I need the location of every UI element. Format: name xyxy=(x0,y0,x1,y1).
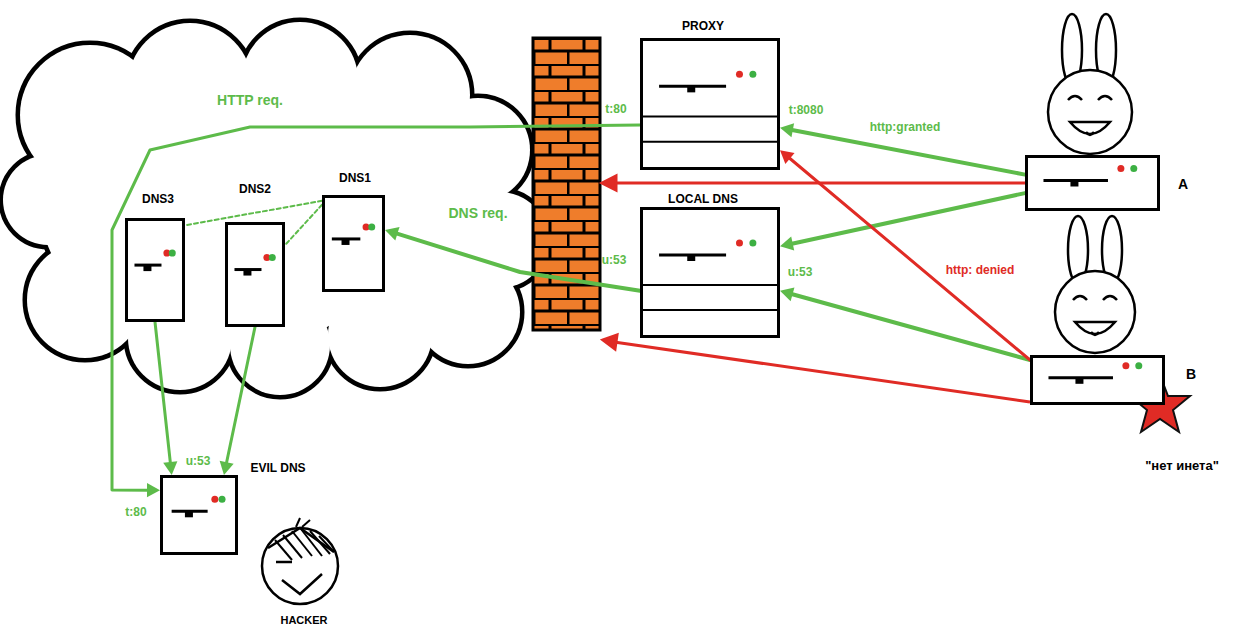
edge-label: http: denied xyxy=(946,263,1015,277)
server-icon xyxy=(1028,158,1157,208)
arrowhead xyxy=(780,287,794,301)
node-title: A xyxy=(1178,176,1188,192)
hacker-face xyxy=(262,518,338,604)
connector xyxy=(220,327,255,475)
node-title: PROXY xyxy=(682,19,724,33)
node-title: EVIL DNS xyxy=(250,461,305,475)
connector xyxy=(285,205,322,245)
connector-line xyxy=(788,157,1030,360)
server-icon xyxy=(128,221,182,319)
denied-line xyxy=(602,176,1030,402)
node-title: LOCAL DNS xyxy=(668,192,738,206)
evil-dns-server: EVIL DNS xyxy=(160,475,238,555)
node-title: B xyxy=(1186,366,1196,382)
connector-line xyxy=(791,294,1030,360)
status-note: "нет инета" xyxy=(1145,458,1219,473)
connector-line xyxy=(396,233,640,291)
server-detail xyxy=(368,223,375,230)
server-detail xyxy=(749,71,756,78)
port-label: u:53 xyxy=(186,454,211,468)
arrowhead xyxy=(780,150,795,164)
server-detail xyxy=(1130,165,1137,172)
server-detail xyxy=(736,71,743,78)
node-title: DNS3 xyxy=(142,192,174,206)
server-detail xyxy=(643,141,777,143)
server-detail xyxy=(643,309,777,311)
node-title: DNS2 xyxy=(239,182,271,196)
server-detail xyxy=(687,255,695,261)
server-detail xyxy=(749,240,756,247)
connector-line xyxy=(112,125,640,490)
port-label: t:8080 xyxy=(789,103,824,117)
connector-line xyxy=(791,193,1025,244)
server-detail xyxy=(687,86,695,92)
server-detail xyxy=(643,116,777,118)
connector xyxy=(112,125,640,497)
dns-server: DNS3 xyxy=(125,218,185,322)
arrowhead xyxy=(163,461,177,475)
server-detail xyxy=(643,284,777,286)
connector-line xyxy=(791,130,1025,175)
server-detail xyxy=(1122,362,1129,369)
server-detail xyxy=(1135,362,1142,369)
cloud-fill xyxy=(3,22,548,395)
port-label: t:80 xyxy=(125,505,146,519)
server-detail xyxy=(342,239,350,245)
server-icon xyxy=(643,210,777,335)
server-icon xyxy=(325,198,382,289)
port-label: u:53 xyxy=(602,253,627,267)
dns-server: DNS1 xyxy=(322,195,385,292)
server-detail xyxy=(1075,378,1083,384)
connector xyxy=(385,227,640,291)
connector xyxy=(780,193,1025,250)
server-detail xyxy=(219,496,226,503)
client-host: B xyxy=(1030,355,1165,405)
server-detail xyxy=(736,240,743,247)
edge-label: http:granted xyxy=(870,120,941,134)
server-detail xyxy=(243,270,251,276)
cloud xyxy=(3,22,548,395)
edge-label: DNS req. xyxy=(448,205,507,221)
connector-line xyxy=(226,327,255,464)
server-detail xyxy=(1117,165,1124,172)
server-detail xyxy=(143,265,151,271)
connector xyxy=(155,322,177,475)
client-host: A xyxy=(1025,155,1160,211)
arrowhead xyxy=(220,461,234,475)
bunny xyxy=(1048,14,1132,154)
server-detail xyxy=(269,254,276,261)
bunny xyxy=(1055,216,1135,353)
port-label: u:53 xyxy=(788,265,813,279)
server-detail xyxy=(211,496,218,503)
server-icon xyxy=(228,225,282,324)
arrowhead xyxy=(147,483,160,497)
dns-server: DNS2 xyxy=(225,222,285,327)
connector xyxy=(780,287,1030,360)
server-detail xyxy=(185,511,193,517)
connector-line xyxy=(285,205,322,245)
server-detail xyxy=(1070,181,1078,187)
local-dns-server: LOCAL DNS xyxy=(640,207,780,338)
server-icon xyxy=(1033,358,1162,402)
connector xyxy=(780,150,1030,360)
proxy-server: PROXY xyxy=(640,38,780,170)
connector-line xyxy=(155,322,171,464)
server-icon xyxy=(643,41,777,167)
arrowhead xyxy=(780,123,794,137)
server-icon xyxy=(163,478,235,552)
edge-label: HTTP req. xyxy=(217,92,283,108)
node-title: DNS1 xyxy=(339,171,371,185)
arrowhead xyxy=(780,237,794,251)
port-label: t:80 xyxy=(605,102,626,116)
arrowhead xyxy=(385,227,400,241)
person-name: HACKER xyxy=(280,614,327,626)
server-detail xyxy=(169,250,176,257)
firewall xyxy=(533,38,600,330)
